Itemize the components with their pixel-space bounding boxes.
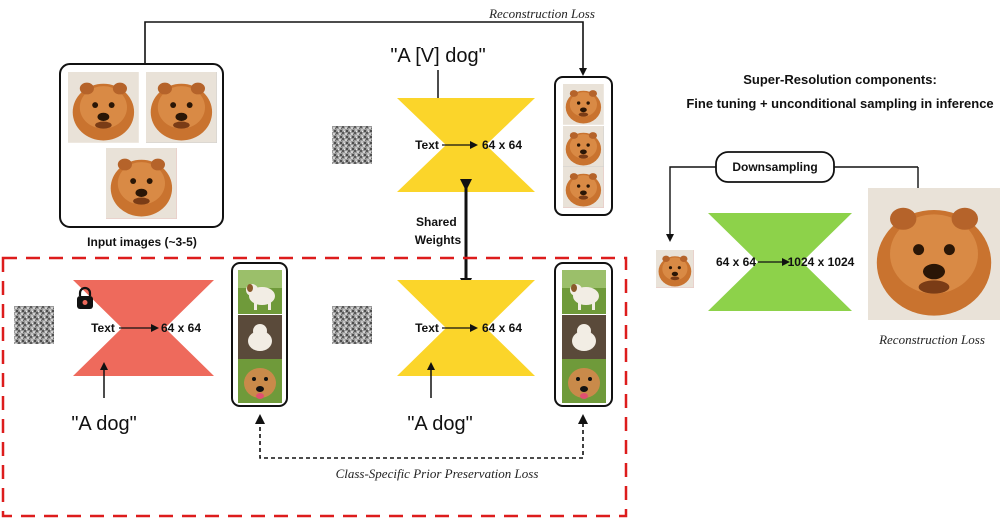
bottom-model-res: 64 x 64 [482, 321, 522, 335]
downsampling-label: Downsampling [732, 160, 817, 174]
dog-photo [562, 359, 606, 403]
noise-image [332, 126, 372, 164]
prompt-a-dog-left: "A dog" [71, 413, 136, 435]
input-images-label: Input images (~3-5) [87, 235, 197, 249]
prompt-v-dog: "A [V] dog" [390, 45, 485, 67]
chow-chow-photo [106, 148, 177, 219]
sr-res-in: 64 x 64 [716, 255, 756, 269]
chow-chow-photo [868, 188, 1000, 320]
prompt-a-dog-right: "A dog" [407, 413, 472, 435]
dog-photo [238, 270, 282, 314]
reconstruction-loss-label: Reconstruction Loss [488, 6, 595, 21]
prior-preservation-box [1, 256, 628, 518]
red-model-text: Text [91, 321, 115, 335]
dog-photo [562, 315, 606, 359]
sr-title-line1: Super-Resolution components: [743, 72, 937, 87]
lock-icon [77, 286, 93, 309]
reconstruction-loss-arrow [144, 21, 587, 76]
red-model-res: 64 x 64 [161, 321, 201, 335]
dog-photo [238, 315, 282, 359]
dog-photo [238, 359, 282, 403]
sr-res-out: 1024 x 1024 [788, 255, 855, 269]
bottom-model-text: Text [415, 321, 439, 335]
arrow-head [255, 414, 265, 424]
chow-chow-photo [563, 126, 604, 167]
chow-chow-photo [563, 84, 604, 125]
downsampling-box [715, 151, 835, 183]
chow-chow-photo [656, 250, 694, 288]
noise-image [332, 306, 372, 344]
shared-weights-label: Shared Weights [415, 215, 462, 247]
chow-chow-photo [68, 72, 139, 143]
arrow-head [578, 414, 588, 424]
top-model-res: 64 x 64 [482, 138, 522, 152]
dog-photo [562, 270, 606, 314]
sr-reconstruction-loss-label: Reconstruction Loss [878, 332, 985, 347]
chow-chow-photo [563, 167, 604, 208]
noise-image [14, 306, 54, 344]
chow-chow-photo [146, 72, 217, 143]
downsampling-line [666, 166, 716, 242]
sr-title-line2: Fine tuning + unconditional sampling in … [686, 96, 993, 111]
prior-preservation-label: Class-Specific Prior Preservation Loss [336, 466, 539, 481]
top-model-text: Text [415, 138, 439, 152]
prior-preservation-arrow [259, 420, 584, 459]
